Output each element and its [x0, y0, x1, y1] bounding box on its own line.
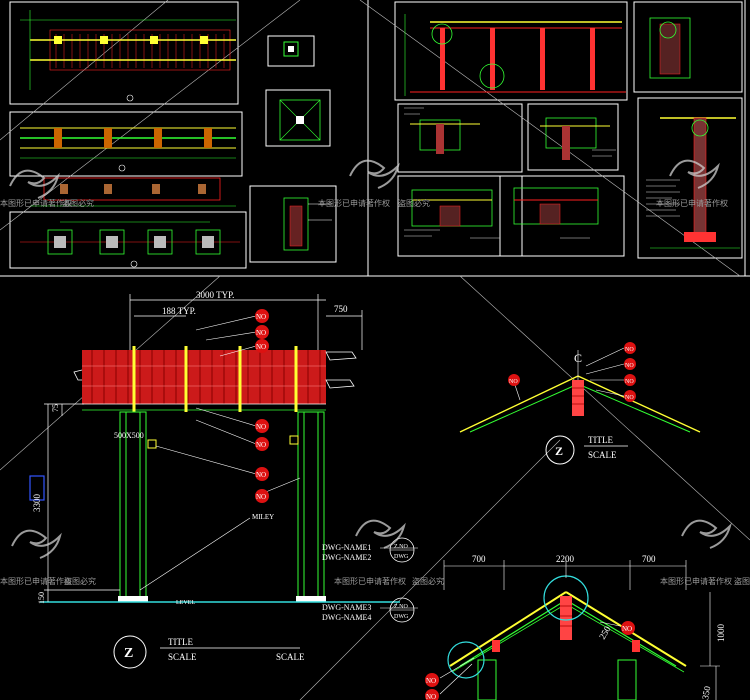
tag-no: NO — [255, 437, 269, 451]
callout-bubble-top: Z.NO DWG — [389, 537, 415, 563]
thumb-annotation-lines — [404, 107, 680, 239]
svg-text:盗图必究: 盗图必究 — [398, 198, 430, 208]
scale-label: SCALE — [168, 652, 197, 662]
dim-overall: 3000 TYP. — [196, 290, 234, 300]
dim-mid: 2200 — [556, 554, 575, 564]
svg-text:NO: NO — [256, 343, 266, 351]
dim-side: 1000 — [716, 624, 726, 643]
sheet-frames — [0, 0, 750, 277]
dwg-name-2: DWG-NAME2 — [322, 553, 371, 562]
dim-post: 500X500 — [114, 431, 144, 440]
rafter-band — [82, 350, 326, 404]
thumb-connection-details — [410, 117, 610, 227]
tag-no: NO — [624, 342, 636, 354]
callout-bubble-bottom: Z.NO DWG — [389, 597, 415, 623]
tag-no: NO — [425, 673, 439, 687]
svg-text:NO: NO — [426, 693, 436, 700]
dim-right: 700 — [642, 554, 656, 564]
dim-overhang: 750 — [334, 304, 348, 314]
dim-base: 150 — [37, 592, 46, 604]
dim-height: 3300 — [32, 494, 42, 513]
watermark-logo — [9, 159, 732, 559]
title-label-small: TITLE — [588, 435, 613, 445]
svg-text:本图形已申请著作权: 本图形已申请著作权 — [660, 576, 732, 586]
elevation-tags: NO NO NO NO NO NO NO — [255, 309, 269, 503]
svg-text:NO: NO — [622, 625, 632, 633]
tag-no: NO — [255, 339, 269, 353]
svg-text:本图形已申请著作权: 本图形已申请著作权 — [0, 576, 72, 586]
svg-text:Z.NO: Z.NO — [394, 544, 408, 550]
roof-section-small: C NO NO NO NO NO Z TITLE SCALE — [459, 342, 701, 465]
thumb-post-detail — [650, 117, 740, 249]
svg-text:本图形已申请著作权: 本图形已申请著作权 — [334, 576, 406, 586]
tag-no: NO — [255, 419, 269, 433]
svg-text:盗图必究: 盗图必究 — [412, 576, 444, 586]
title-symbol-small: Z — [555, 444, 563, 458]
tag-no: NO — [624, 374, 636, 386]
scale-label-small: SCALE — [588, 450, 617, 460]
svg-text:Z.NO: Z.NO — [394, 604, 408, 610]
dim-top: 75 — [51, 404, 60, 412]
svg-text:本图形已申请著作权: 本图形已申请著作权 — [656, 198, 728, 208]
pergola-elevation-main — [29, 294, 400, 603]
svg-text:本图形已申请著作权: 本图形已申请著作权 — [0, 198, 72, 208]
dim-left: 700 — [472, 554, 486, 564]
dwg-name-1: DWG-NAME1 — [322, 543, 371, 552]
thumb-plan-top — [20, 10, 236, 102]
thumb-elevation — [20, 127, 236, 172]
svg-text:NO: NO — [256, 329, 266, 337]
label-mid: MILEY — [252, 513, 274, 521]
tag-no: NO — [425, 689, 439, 700]
svg-text:盗图必究: 盗图必究 — [62, 198, 94, 208]
thumb-beam-plan — [30, 177, 236, 207]
roof-section-large: 700 2200 700 1000 250 350 DWG-NAME1 DWG-… — [322, 537, 726, 700]
svg-text:NO: NO — [256, 471, 266, 479]
tag-no: NO — [255, 309, 269, 323]
label-ground: LEVEL — [176, 600, 195, 606]
scale-label-right: SCALE — [276, 652, 305, 662]
svg-text:NO: NO — [256, 313, 266, 321]
elevation-dimension-text: 3000 TYP. 188 TYP. 750 3300 75 150 500X5… — [32, 290, 348, 606]
svg-text:NO: NO — [625, 363, 634, 369]
svg-text:NO: NO — [426, 677, 436, 685]
svg-text:NO: NO — [256, 441, 266, 449]
thumb-details-middle — [279, 41, 332, 251]
svg-text:DWG: DWG — [394, 614, 409, 620]
svg-text:NO: NO — [625, 379, 634, 385]
svg-text:盗图必究: 盗图必究 — [734, 576, 750, 586]
dwg-name-4: DWG-NAME4 — [322, 613, 371, 622]
title-label: TITLE — [168, 637, 193, 647]
tag-no: NO — [255, 489, 269, 503]
title-symbol: Z — [124, 646, 133, 661]
svg-text:NO: NO — [625, 347, 634, 353]
tag-no: NO — [255, 325, 269, 339]
svg-text:DWG: DWG — [394, 554, 409, 560]
dim-spacing: 188 TYP. — [162, 306, 196, 316]
title-block-left: Z TITLE SCALE SCALE — [113, 635, 305, 669]
watermark-text: 本图形已申请著作权 盗图必究 本图形已申请著作权 盗图必究 本图形已申请著作权 … — [0, 198, 750, 586]
thumb-pergola-elevation — [404, 14, 626, 96]
svg-text:NO: NO — [625, 395, 634, 401]
tag-no: NO — [508, 374, 520, 386]
svg-text:NO: NO — [256, 493, 266, 501]
tag-no: NO — [621, 621, 635, 635]
svg-text:NO: NO — [509, 379, 518, 385]
selection-marker — [29, 475, 45, 501]
dim-low: 350 — [700, 685, 712, 700]
tag-no: NO — [624, 358, 636, 370]
svg-text:NO: NO — [256, 423, 266, 431]
tag-no: NO — [624, 390, 636, 402]
svg-text:本图形已申请著作权: 本图形已申请著作权 — [318, 198, 390, 208]
tag-no: NO — [255, 467, 269, 481]
svg-text:盗图必究: 盗图必究 — [64, 576, 96, 586]
thumb-footing-plan — [20, 221, 240, 268]
center-mark: C — [574, 351, 582, 365]
thumb-column-side — [649, 17, 691, 79]
dwg-name-3: DWG-NAME3 — [322, 603, 371, 612]
